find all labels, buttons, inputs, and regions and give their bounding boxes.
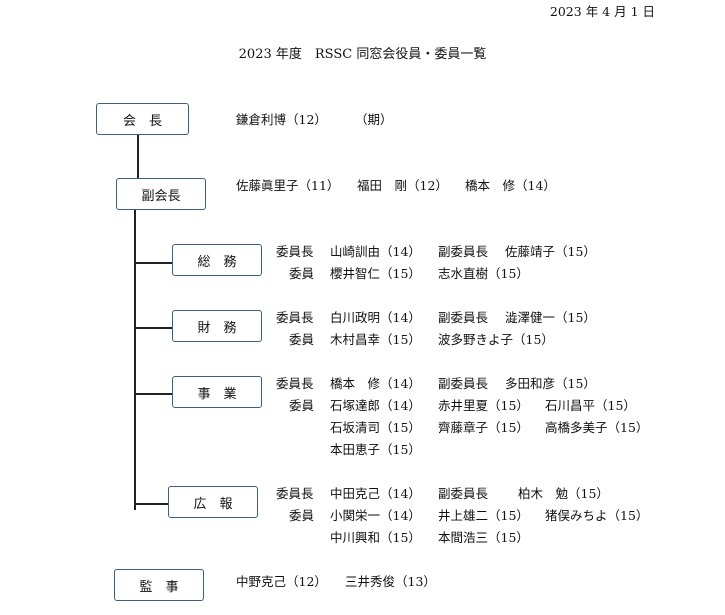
vice-president-label: 副会長	[141, 188, 181, 204]
member-name: 中川興和（15）	[330, 530, 421, 545]
member-name: 木村昌幸（15）	[330, 332, 421, 347]
member-name: 多田和彦（15）	[505, 376, 596, 391]
vice-president-name: 橋本 修（14）	[465, 178, 556, 193]
public-relations-label: 広 報	[193, 496, 233, 512]
vice-president-name: 福田 剛（12）	[357, 178, 448, 193]
role-member: 委員	[289, 398, 315, 413]
member-name: 高橋多美子（15）	[545, 420, 649, 435]
role-chair: 委員長	[276, 376, 314, 391]
role-member: 委員	[289, 332, 315, 347]
member-name: 猪俣みちよ（15）	[545, 508, 649, 523]
vice-president-box: 副会長	[116, 178, 206, 210]
connector-business	[134, 393, 172, 395]
role-chair: 委員長	[276, 244, 314, 259]
document-date: 2023 年 4 月 1 日	[549, 4, 655, 19]
member-name: 石川昌平（15）	[545, 398, 636, 413]
auditor-box: 監 事	[114, 569, 204, 601]
member-name: 本間浩三（15）	[438, 530, 529, 545]
business-box: 事 業	[172, 376, 262, 408]
document-title: 2023 年度 RSSC 同窓会役員・委員一覧	[238, 47, 487, 62]
term-note: （期）	[355, 112, 393, 127]
member-name: 齊藤章子（15）	[438, 420, 529, 435]
member-name: 中田克己（14）	[330, 486, 421, 501]
president-label: 会 長	[122, 113, 162, 129]
member-name: 柏木 勉（15）	[518, 486, 609, 501]
role-member: 委員	[289, 508, 315, 523]
public-relations-box: 広 報	[168, 486, 258, 518]
auditor-name: 三井秀俊（13）	[345, 574, 436, 589]
president-box: 会 長	[96, 103, 189, 135]
member-name: 石塚達郎（14）	[330, 398, 421, 413]
connector-general	[134, 262, 172, 264]
role-vice-chair: 副委員長	[438, 310, 489, 325]
connector-president-vice	[137, 134, 139, 178]
connector-trunk	[134, 210, 136, 510]
role-vice-chair: 副委員長	[438, 376, 489, 391]
general-affairs-label: 総 務	[197, 254, 237, 270]
connector-pr	[134, 503, 168, 505]
president-name: 鎌倉利博（12）	[236, 112, 327, 127]
member-name: 井上雄二（15）	[438, 508, 529, 523]
member-name: 本田恵子（15）	[330, 442, 421, 457]
member-name: 佐藤靖子（15）	[505, 244, 596, 259]
member-name: 山崎訓由（14）	[330, 244, 421, 259]
member-name: 小関栄一（14）	[330, 508, 421, 523]
member-name: 波多野きよ子（15）	[438, 332, 554, 347]
auditor-label: 監 事	[139, 579, 179, 595]
finance-label: 財 務	[197, 320, 237, 336]
business-label: 事 業	[197, 386, 237, 402]
auditor-name: 中野克己（12）	[236, 574, 327, 589]
member-name: 志水直樹（15）	[438, 266, 529, 281]
vice-president-name: 佐藤眞里子（11）	[236, 178, 340, 193]
member-name: 櫻井智仁（15）	[330, 266, 421, 281]
member-name: 赤井里夏（15）	[438, 398, 529, 413]
member-name: 橋本 修（14）	[330, 376, 421, 391]
finance-box: 財 務	[172, 310, 262, 342]
role-chair: 委員長	[276, 486, 314, 501]
role-vice-chair: 副委員長	[438, 244, 489, 259]
role-vice-chair: 副委員長	[438, 486, 489, 501]
general-affairs-box: 総 務	[172, 244, 262, 276]
role-chair: 委員長	[276, 310, 314, 325]
member-name: 白川政明（14）	[330, 310, 421, 325]
role-member: 委員	[289, 266, 315, 281]
member-name: 石坂清司（15）	[330, 420, 421, 435]
connector-finance	[134, 327, 172, 329]
member-name: 澁澤健一（15）	[505, 310, 596, 325]
